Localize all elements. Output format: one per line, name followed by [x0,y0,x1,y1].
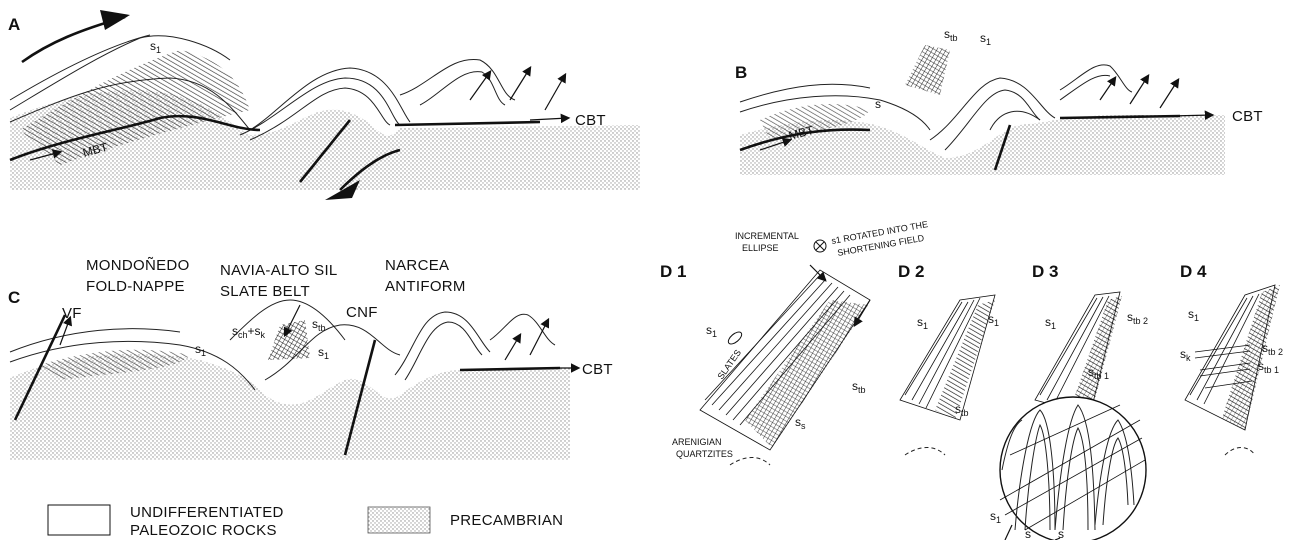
panel-c-label: C [8,288,20,307]
legend-paleozoic-line-2: PALEOZOIC ROCKS [130,522,277,539]
sch-sk-label-c: sch+sk [232,324,266,340]
d2-s1b-label: s1 [988,312,999,328]
panel-d3-label: D 3 [1032,262,1058,281]
stb-label-b: stb [944,27,958,43]
d1-s1-label: s1 [706,323,717,339]
d4-stb2-label: stb 2 [1262,341,1283,357]
d1-dashed-fold [730,458,770,466]
thrust-arrow-a1 [470,72,490,100]
d1-strain-ellipse [726,330,743,346]
fold-layer-c4 [395,312,490,375]
panel-d1: D 1 INCREMENTAL ELLIPSE s1 ROTATED INTO … [660,219,929,465]
thrust-arrow-b2 [1130,76,1148,104]
panel-d4-label: D 4 [1180,262,1207,281]
narcea-label-2: ANTIFORM [385,278,466,295]
d4-sk-label: sk [1180,347,1191,363]
d3-s1-label: s1 [1045,315,1056,331]
legend: UNDIFFERENTIATED PALEOZOIC ROCKS PRECAMB… [48,504,563,539]
panel-a: A s1 MBT CBT [8,10,640,200]
fold-layer-b5 [1060,65,1132,92]
cbt-thrust-a [395,122,540,125]
fold-layer-c2 [10,329,180,352]
d3-stb2-label: stb 2 [1127,310,1148,326]
panel-d3: D 3 s1 stb 2 stb 1 s1 s [990,262,1148,540]
fold-layer-a6 [400,59,515,100]
thrust-arrow-a2 [510,68,530,100]
ellipse-cross-icon [816,242,824,250]
d3-zoom-circle [1000,397,1146,540]
mondonedo-label-2: FOLD-NAPPE [86,278,185,295]
d1-ss-label: ss [795,415,806,431]
d2-dashed-fold [905,448,945,456]
d2-stb-label: stb [955,402,969,418]
quartzites-label: QUARTZITES [676,449,733,459]
cbt-label-b: CBT [1232,108,1263,125]
navia-label-2: SLATE BELT [220,283,310,300]
thrust-arrow-b1 [1100,78,1115,100]
legend-precambrian: PRECAMBRIAN [450,512,563,529]
d4-s1-label: s1 [1188,307,1199,323]
thrust-arrow-b3 [1160,80,1178,108]
arenigian-label: ARENIGIAN [672,437,722,447]
d4-stb1-label: stb 1 [1258,359,1279,375]
panel-b-label: B [735,63,747,82]
thrust-arrow-c2 [530,320,548,355]
s1b-label-c: s1 [318,345,329,361]
cnf-label-c: CNF [346,304,378,321]
panel-b: B s stb s1 MBT CBT [735,27,1263,175]
fold-layer-c6 [490,314,555,345]
d3-s-label-3: s [1058,527,1064,540]
panel-d4: D 4 s1 sk stb 2 stb 1 [1180,262,1283,455]
cbt-arrow-a [530,118,568,120]
vf-label-c: VF [62,305,82,322]
stb-cleavage-b [905,45,950,95]
fold-layer-b2 [740,84,870,102]
d4-crenulation-zone [1222,285,1280,430]
panel-d2-label: D 2 [898,262,924,281]
d3-s-label-2: s [1025,527,1031,540]
legend-swatch-paleozoic [48,505,110,535]
d2-s1a-label: s1 [917,315,928,331]
s1-label-b: s1 [980,31,991,47]
thrust-arrow-c1 [505,335,520,360]
panel-d1-label: D 1 [660,262,686,281]
cbt-label-a: CBT [575,112,606,129]
mondonedo-label-1: MONDOÑEDO [86,257,190,274]
legend-paleozoic-line-1: UNDIFFERENTIATED [130,504,284,521]
legend-swatch-precambrian [368,507,430,533]
cbt-label-c: CBT [582,361,613,378]
s-label-b: s [875,97,881,111]
d1-s1-grid [745,300,868,448]
panel-c: C MONDOÑEDO FOLD-NAPPE NAVIA-ALTO SIL SL… [8,257,613,460]
d4-dashed-fold [1225,448,1255,456]
d3-leader-1 [1005,525,1012,540]
panel-a-label: A [8,15,20,34]
navia-label-1: NAVIA-ALTO SIL [220,262,338,279]
s1-label-a: s1 [150,39,161,55]
thrust-arrow-a3 [545,75,565,110]
d1-stb-label: stb [852,379,866,395]
ellipse-label: ELLIPSE [742,243,779,253]
narcea-label-1: NARCEA [385,257,449,274]
s1-label-c: s1 [195,342,206,358]
motion-arrowhead-a [100,10,130,30]
incremental-label: INCREMENTAL [735,231,799,241]
panel-d2: D 2 s1 s1 stb [898,262,999,455]
d3-s1z-label: s1 [990,509,1001,525]
stb-label-c: stb [312,317,326,333]
